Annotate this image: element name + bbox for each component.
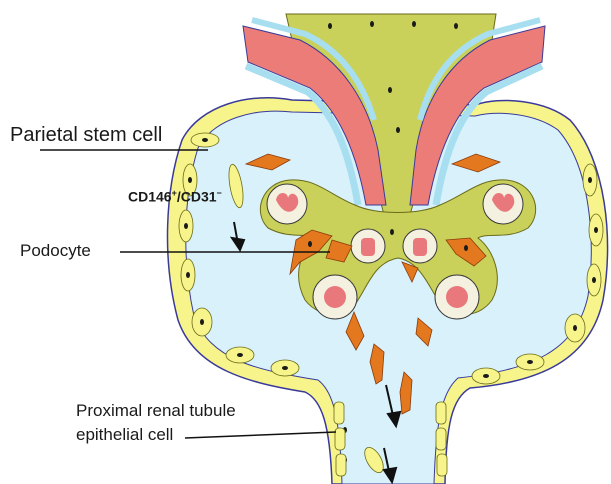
cd31-text: CD31 <box>181 189 217 205</box>
proximal-tubule-label-line1: Proximal renal tubule <box>76 401 236 421</box>
cd31-sup: − <box>217 188 222 198</box>
cd146-text: CD146 <box>128 189 172 205</box>
cd146-cd31-label: CD146+/CD31− <box>128 188 222 205</box>
proximal-leader-line <box>185 432 336 438</box>
parietal-stem-cell-label: Parietal stem cell <box>10 124 162 147</box>
podocyte-label: Podocyte <box>20 241 91 261</box>
proximal-tubule-label-line2: epithelial cell <box>76 425 173 445</box>
